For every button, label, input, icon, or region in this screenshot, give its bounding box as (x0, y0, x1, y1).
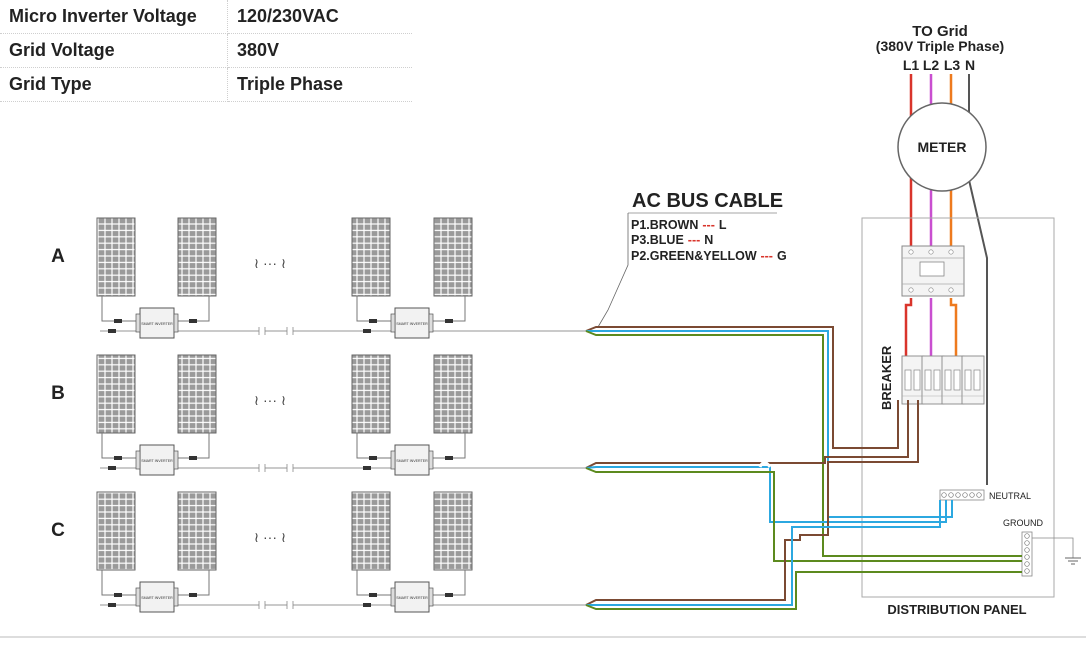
neutral-terminal (962, 492, 968, 498)
inverter-label: SMART INVERTER (396, 596, 428, 600)
ground-terminal (1024, 547, 1030, 553)
phase-label-l2: L2 (923, 57, 940, 73)
spec-row: Micro Inverter Voltage 120/230VAC (0, 0, 412, 34)
inverter-label: SMART INVERTER (396, 459, 428, 463)
branch-breaker (901, 355, 925, 405)
micro-inverter: SMART INVERTER (390, 444, 434, 476)
legend-line-blue: P3.BLUE---N (631, 233, 713, 247)
branch-breakers (901, 355, 985, 405)
branch-breaker (941, 355, 965, 405)
inverter-label: SMART INVERTER (141, 596, 173, 600)
spec-table: Micro Inverter Voltage 120/230VAC Grid V… (0, 0, 412, 102)
distribution-panel-box (861, 217, 1055, 598)
spec-row: Grid Type Triple Phase (0, 67, 412, 102)
solar-panel (177, 491, 217, 571)
continuation-symbol: ≀ ··· ≀ (254, 529, 286, 545)
meter-label: METER (918, 139, 967, 155)
neutral-bar-terminals (941, 492, 982, 498)
row-label: A (51, 246, 65, 267)
neutral-terminal (969, 492, 975, 498)
solar-panel (177, 354, 217, 434)
inverter-label: SMART INVERTER (141, 459, 173, 463)
solar-panel (351, 354, 391, 434)
solar-rows: A SMART INVERTER SMART INVERTER ≀ ··· ≀ B SMA… (51, 217, 586, 613)
row-label: C (51, 520, 65, 541)
meter-circle (897, 102, 987, 192)
ac-bus-wires (585, 326, 1022, 610)
solar-panel (433, 354, 473, 434)
spec-value: Triple Phase (227, 67, 412, 102)
micro-inverter: SMART INVERTER (135, 444, 179, 476)
micro-inverter: SMART INVERTER (135, 307, 179, 339)
legend-leader-line (597, 213, 629, 328)
earth-ground-icon (1032, 537, 1081, 565)
legend-line-green-yellow: P2.GREEN&YELLOW---G (631, 249, 787, 263)
solar-panel (351, 217, 391, 297)
solar-panel (177, 217, 217, 297)
spec-label: Grid Voltage (0, 33, 228, 68)
solar-panel (96, 354, 136, 434)
ground-terminal (1024, 568, 1030, 574)
grid-subtitle: (380V Triple Phase) (876, 38, 1004, 54)
ground-bar-terminals (1024, 533, 1030, 574)
grid-title: TO Grid (912, 23, 968, 40)
solar-row: C SMART INVERTER SMART INVERTER ≀ ··· ≀ (51, 491, 586, 613)
phase-label-l1: L1 (903, 57, 920, 73)
solar-panel (351, 491, 391, 571)
ground-terminal (1024, 540, 1030, 546)
inverter-label: SMART INVERTER (396, 322, 428, 326)
neutral-terminal (955, 492, 961, 498)
main-breaker (901, 245, 965, 297)
solar-panel (96, 217, 136, 297)
spec-label: Grid Type (0, 67, 228, 102)
spec-row: Grid Voltage 380V (0, 33, 412, 68)
ground-terminal (1024, 561, 1030, 567)
ground-label: GROUND (1003, 518, 1043, 528)
ac-bus-title: AC BUS CABLE (632, 190, 783, 212)
neutral-terminal (976, 492, 982, 498)
inverter-label: SMART INVERTER (141, 322, 173, 326)
micro-inverter: SMART INVERTER (390, 307, 434, 339)
branch-breaker (921, 355, 945, 405)
spec-value: 380V (227, 33, 412, 68)
ground-bar (1021, 531, 1033, 577)
neutral-terminal (941, 492, 947, 498)
legend-line-brown: P1.BROWN---L (631, 218, 727, 232)
row-label: B (51, 383, 65, 404)
breaker-label: BREAKER (879, 345, 894, 410)
solar-row: B SMART INVERTER SMART INVERTER ≀ ··· ≀ (51, 354, 586, 476)
panel-label: DISTRIBUTION PANEL (887, 602, 1026, 617)
branch-breaker (961, 355, 985, 405)
continuation-symbol: ≀ ··· ≀ (254, 392, 286, 408)
solar-panel (96, 491, 136, 571)
continuation-symbol: ≀ ··· ≀ (254, 255, 286, 271)
ground-terminal (1024, 533, 1030, 539)
spec-label: Micro Inverter Voltage (0, 0, 228, 34)
neutral-terminal (948, 492, 954, 498)
solar-row: A SMART INVERTER SMART INVERTER ≀ ··· ≀ (51, 217, 586, 339)
micro-inverter: SMART INVERTER (135, 581, 179, 613)
spec-value: 120/230VAC (227, 0, 412, 34)
neutral-label: NEUTRAL (989, 491, 1031, 501)
solar-panel (433, 491, 473, 571)
phase-label-l3: L3 (944, 57, 961, 73)
ac-bus-legend: P1.BROWN---L P3.BLUE---N P2.GREEN&YELLOW… (631, 218, 787, 263)
neutral-bar (939, 489, 985, 501)
solar-panel (433, 217, 473, 297)
phase-label-n: N (965, 57, 975, 73)
ground-terminal (1024, 554, 1030, 560)
micro-inverter: SMART INVERTER (390, 581, 434, 613)
